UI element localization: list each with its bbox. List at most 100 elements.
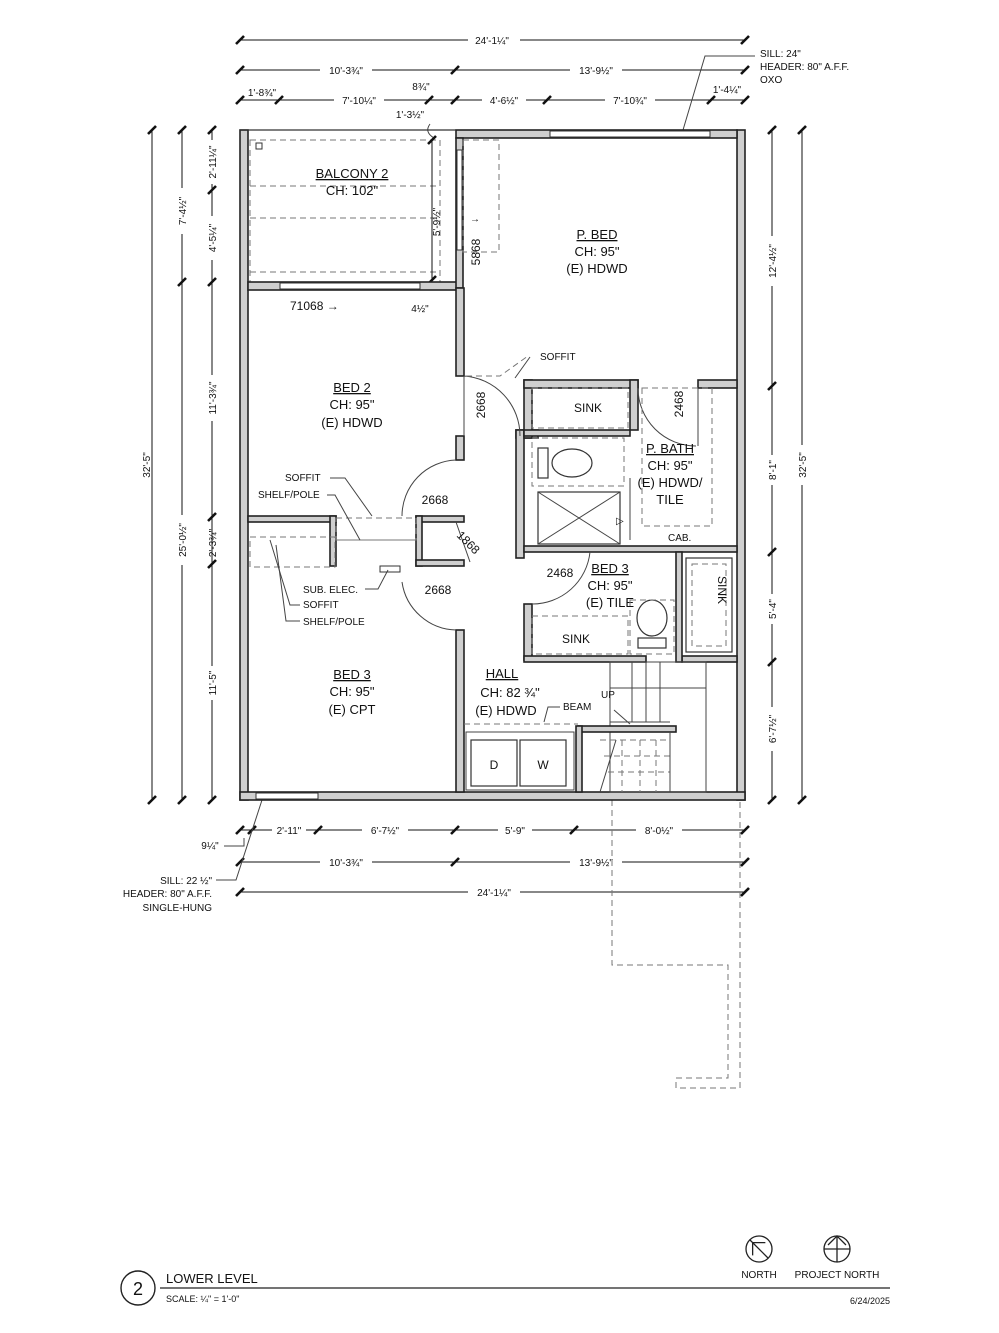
fixture-sink-bed3: SINK xyxy=(562,632,590,646)
window-bot-sill: SILL: 22 ½" xyxy=(160,876,212,887)
note-soffit-bottom: SOFFIT xyxy=(303,600,339,611)
left-dimensions: 32'-5" 7'-4½" 25'-0½" 2'-11¼" 4'-5¼" 11'… xyxy=(142,125,219,805)
dim-bot-s1: 2'-11" xyxy=(277,826,302,837)
window-note-top: SILL: 24" HEADER: 80" A.F.F. OXO xyxy=(682,49,849,131)
note-beam: BEAM xyxy=(563,702,591,713)
room-ceiling-bed3-bath: CH: 95" xyxy=(587,578,632,593)
laundry: D W xyxy=(465,731,575,791)
wall-east xyxy=(736,129,746,801)
right-dimensions: 12'-4½" 8'-1" 5'-4" 6'-7½" 32'-5" xyxy=(765,125,809,805)
project-north-label: PROJECT NORTH xyxy=(795,1270,880,1281)
slider-71068 xyxy=(279,282,421,290)
room-ceiling-bed2: CH: 95" xyxy=(329,397,374,412)
dim-left-mid-b: 25'-0½" xyxy=(178,523,189,557)
interior-walls xyxy=(247,287,738,793)
dim-top-s3: 8¾" xyxy=(412,82,430,93)
window-bot-leader xyxy=(216,799,263,881)
bath-fixtures: SINK CAB. ▷ SINK SINK xyxy=(531,387,733,655)
dim-top-right: 13'-9½" xyxy=(579,66,613,77)
room-labels: P. BED CH: 95" (E) HDWD BED 2 CH: 95" (E… xyxy=(321,227,703,718)
room-name-pbed: P. BED xyxy=(577,227,618,242)
dim-top-s5: 7'-10¾" xyxy=(613,96,647,107)
fixture-washer-label: W xyxy=(537,758,549,772)
door-tag-2668-a: 2668 xyxy=(474,391,488,418)
dim-left-mid-a: 7'-4½" xyxy=(178,196,189,225)
dim-left-outer: 32'-5" xyxy=(142,452,153,478)
dim-right-b: 8'-1" xyxy=(768,460,779,480)
wall-west xyxy=(239,129,249,801)
view-scale: SCALE: ¼" = 1'-0" xyxy=(166,1294,239,1304)
balcony-post xyxy=(255,142,263,150)
dim-top-s6: 1'-4¼" xyxy=(713,84,742,96)
toilet-tank-pbath xyxy=(537,447,549,479)
window-top-sill: SILL: 24" xyxy=(760,49,801,60)
tub xyxy=(685,557,733,653)
dim-bot-s0: 9¼" xyxy=(201,840,219,852)
room-floor-bed2: (E) HDWD xyxy=(321,415,382,430)
room-name-balcony2: BALCONY 2 xyxy=(316,166,389,181)
dim-left-in-d: 2'-3¾" xyxy=(208,528,219,557)
view-number-circle xyxy=(120,1270,156,1306)
room-floor-pbath-1: (E) HDWD/ xyxy=(638,475,703,490)
view-date: 6/24/2025 xyxy=(850,1296,890,1306)
top-dimensions: 24'-1¼" 10'-3¾" 13'-9½" 1'-8¾" 7'-10¼" 8… xyxy=(235,33,750,139)
window-bot-header: HEADER: 80" A.F.F. xyxy=(123,889,212,900)
dim-left-in-e: 11'-5" xyxy=(208,670,219,695)
north-arrow-icon xyxy=(745,1235,773,1263)
dim-left-in-b: 4'-5¼" xyxy=(207,223,219,252)
dim-right-c: 5'-4" xyxy=(768,599,779,619)
dim-top-s2: 7'-10¼" xyxy=(342,95,376,107)
dim-small-a: 1'-3½" xyxy=(396,110,425,121)
room-floor-pbed: (E) HDWD xyxy=(566,261,627,276)
room-name-bed3: BED 3 xyxy=(333,667,371,682)
toilet-tank-bed3 xyxy=(637,637,667,649)
note-soffit-hall: SOFFIT xyxy=(540,352,576,363)
room-ceiling-pbed: CH: 95" xyxy=(574,244,619,259)
title-block: 2 LOWER LEVEL SCALE: ¼" = 1'-0" 6/24/202… xyxy=(120,1235,890,1306)
room-ceiling-pbath: CH: 95" xyxy=(647,458,692,473)
project-north-arrow-icon xyxy=(823,1235,851,1263)
lower-footprint-outline xyxy=(611,800,741,1089)
door-tag-2668-c: 2668 xyxy=(425,583,452,597)
view-title: LOWER LEVEL xyxy=(166,1271,258,1286)
dim-top-left: 10'-3¾" xyxy=(329,66,363,77)
bottom-dimensions: 9¼" 2'-11" 6'-7½" 5'-9" 8'-0½" 10'-3¾" 1… xyxy=(201,823,750,899)
window-note-bottom: SILL: 22 ½" HEADER: 80" A.F.F. SINGLE-HU… xyxy=(123,799,263,914)
door-tag-2468-b: 2468 xyxy=(547,566,574,580)
room-ceiling-balcony2: CH: 102" xyxy=(326,183,379,198)
note-shelf-pole-bottom: SHELF/POLE xyxy=(303,617,365,628)
dim-bot-s2: 6'-7½" xyxy=(371,826,400,837)
north-label: NORTH xyxy=(741,1270,776,1281)
dim-left-in-c: 11'-3¾" xyxy=(208,381,219,415)
room-name-bed2: BED 2 xyxy=(333,380,371,395)
room-floor-bed3: (E) CPT xyxy=(329,702,376,717)
window-single-hung xyxy=(255,792,319,800)
room-name-bed3-bath: BED 3 xyxy=(591,561,629,576)
toilet-bowl-bed3 xyxy=(636,599,668,637)
sub-elec-panel xyxy=(379,565,401,573)
dim-bot-right: 13'-9½" xyxy=(579,858,613,869)
fixture-dryer-label: D xyxy=(490,758,499,772)
door-tag-71068: 71068 → xyxy=(290,299,339,313)
door-tag-1868: 1868 xyxy=(454,528,483,557)
room-floor-hall: (E) HDWD xyxy=(475,703,536,718)
leader-small-a xyxy=(427,123,435,139)
window-oxo xyxy=(549,130,711,138)
svg-text:▷: ▷ xyxy=(616,516,624,527)
room-ceiling-hall: CH: 82 ¾" xyxy=(480,685,540,700)
dim-right-a: 12'-4½" xyxy=(768,244,779,278)
dim-small-c: 4½" xyxy=(411,304,429,315)
fixture-sink-tub: SINK xyxy=(715,576,729,604)
dim-top-overall: 24'-1¼" xyxy=(475,35,509,47)
room-name-pbath: P. BATH xyxy=(646,441,694,456)
balcony-2: BALCONY 2 CH: 102" 5'-9½" xyxy=(249,135,443,289)
stairs: UP xyxy=(575,661,707,793)
note-sub-elec: SUB. ELEC. xyxy=(303,585,358,596)
leader-bot-s0 xyxy=(224,838,245,847)
wall-south xyxy=(239,791,746,801)
svg-text:→: → xyxy=(470,214,480,225)
window-top-header: HEADER: 80" A.F.F. xyxy=(760,62,849,73)
dim-bot-overall: 24'-1¼" xyxy=(477,887,511,899)
room-floor-pbath-2: TILE xyxy=(656,492,684,507)
note-cab: CAB. xyxy=(668,533,691,544)
